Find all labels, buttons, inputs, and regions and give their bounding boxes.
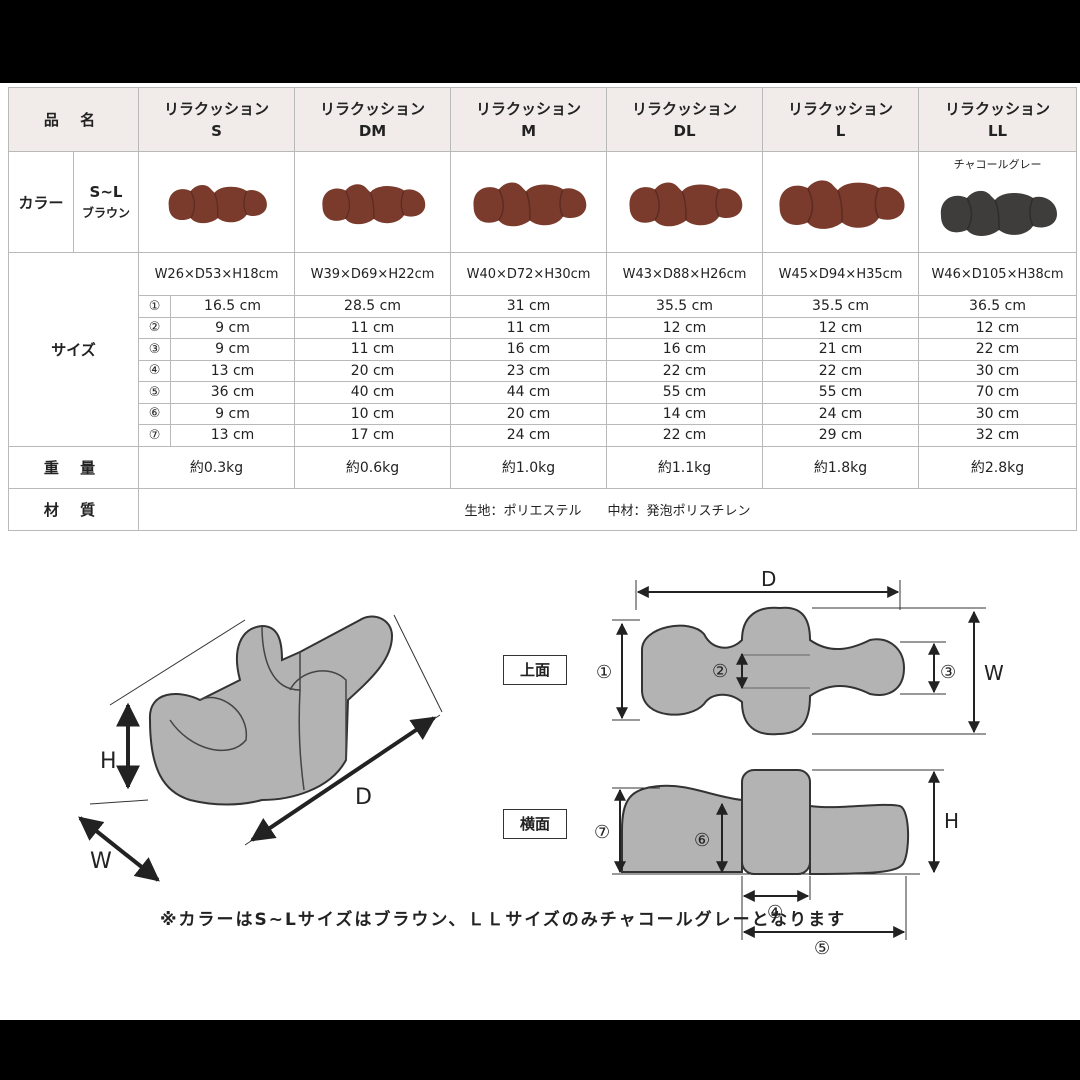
- dims-s: W26×D53×H18cm: [138, 252, 296, 296]
- dims-dl: W43×D88×H26cm: [606, 252, 764, 296]
- top-m2: ②: [712, 661, 728, 682]
- measure-cell: 30 cm: [918, 359, 1078, 382]
- weight-dl: 約1.1kg: [606, 445, 764, 489]
- measure-cell: 35.5 cm: [762, 295, 920, 318]
- color-brown-label: ブラウン: [82, 206, 131, 220]
- size-label: サイズ: [7, 252, 140, 447]
- color-row: カラー S~L ブラウン チャコールグレー: [8, 151, 1078, 253]
- top-view: D W ① ② ③: [596, 567, 1004, 736]
- measure-cell: 35.5 cm: [606, 295, 764, 318]
- pillow-image-dm: [294, 151, 452, 253]
- material-row: 材 質 生地：ポリエステル 中材：発泡ポリスチレン: [7, 487, 1078, 531]
- weight-label: 重 量: [7, 445, 140, 489]
- color-note: ※カラーはS~Lサイズはブラウン、ＬＬサイズのみチャコールグレーとなります: [160, 910, 847, 930]
- iso-d-label: D: [355, 785, 372, 810]
- weight-dm: 約0.6kg: [294, 445, 452, 489]
- top-m3: ③: [940, 662, 956, 683]
- dims-ll: W46×D105×H38cm: [918, 252, 1078, 296]
- pillow-image-l: [762, 151, 920, 253]
- side-m6: ⑥: [694, 830, 710, 851]
- pillow-image-s: [138, 151, 296, 253]
- side-m4: ④: [767, 902, 783, 923]
- measure-cell: 24 cm: [450, 424, 608, 447]
- color-range-cell: S~L ブラウン: [72, 151, 140, 253]
- side-view: H ⑦ ⑥ ④ ⑤: [594, 769, 959, 959]
- top-view-label: 上面: [503, 655, 567, 685]
- measure-cell: 12 cm: [762, 316, 920, 339]
- material-label: 材 質: [7, 487, 140, 531]
- measure-cell: 20 cm: [450, 402, 608, 425]
- dims-row: サイズ W26×D53×H18cm W39×D69×H22cm W40×D72×…: [7, 252, 1078, 447]
- weight-ll: 約2.8kg: [918, 445, 1078, 489]
- dims-l: W45×D94×H35cm: [762, 252, 920, 296]
- iso-h-label: H: [100, 749, 117, 774]
- color-label: カラー: [8, 151, 74, 253]
- measure-cell: 23 cm: [450, 359, 608, 382]
- weight-l: 約1.8kg: [762, 445, 920, 489]
- top-m1: ①: [596, 662, 612, 683]
- side-h-label: H: [944, 809, 959, 833]
- dims-dm: W39×D69×H22cm: [294, 252, 452, 296]
- side-view-label: 横面: [503, 809, 567, 839]
- pillow-image-dl: [606, 151, 764, 253]
- side-m5: ⑤: [814, 938, 830, 959]
- product-name-label: 品 名: [7, 87, 140, 152]
- top-d-label: D: [761, 567, 776, 591]
- measure-cell: 55 cm: [606, 381, 764, 404]
- weight-row: 重 量 約0.3kg 約0.6kg 約1.0kg 約1.1kg 約1.8kg 約…: [7, 445, 1078, 489]
- measure-cell: 36 cm: [170, 381, 296, 404]
- color-range: S~L: [89, 183, 123, 201]
- iso-w-label: W: [90, 849, 112, 874]
- weight-s: 約0.3kg: [138, 445, 296, 489]
- measure-cell: 30 cm: [918, 402, 1078, 425]
- charcoal-label: チャコールグレー: [953, 158, 1042, 171]
- isometric-pillow: H D W: [78, 614, 443, 882]
- side-m7: ⑦: [594, 822, 610, 843]
- measure-cell: 13 cm: [170, 359, 296, 382]
- dims-m: W40×D72×H30cm: [450, 252, 608, 296]
- top-w-label: W: [984, 661, 1004, 685]
- weight-m: 約1.0kg: [450, 445, 608, 489]
- material-value: 生地：ポリエステル 中材：発泡ポリスチレン: [138, 487, 1078, 531]
